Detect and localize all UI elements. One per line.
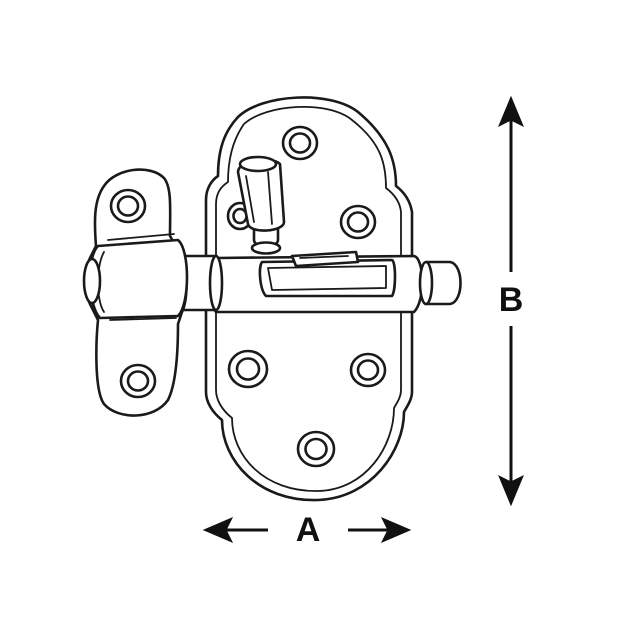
dimension-a-left-arrowhead (202, 517, 234, 543)
dimension-b-arrow (498, 95, 524, 507)
dimension-a-arrow (202, 517, 412, 543)
screw-hole-top (281, 125, 319, 161)
keeper-plate (82, 168, 189, 417)
screw-hole-bottom (296, 430, 336, 468)
dimension-b-bottom-arrowhead (498, 474, 524, 507)
dimension-a-right-arrowhead (380, 517, 412, 543)
dimension-b-top-arrowhead (498, 95, 524, 128)
screw-hole-upper-left (226, 201, 254, 231)
screw-hole-upper-right (339, 204, 377, 240)
bolt-tip (418, 260, 462, 306)
keeper-screw-hole-bottom (119, 363, 157, 399)
dimension-a-label: A (295, 511, 321, 549)
bolt-handle-knob (236, 155, 286, 255)
keeper-bolt-end (82, 257, 102, 305)
bolt-shaft-left (180, 254, 224, 312)
screw-hole-lower-right (349, 352, 387, 388)
slot-notch (290, 250, 360, 268)
bolt-housing (207, 250, 424, 314)
keeper-screw-hole-top (109, 188, 147, 224)
dimension-b-label: B (498, 281, 524, 319)
screw-hole-lower-left (227, 349, 269, 389)
base-plate-inner-edge (215, 106, 402, 492)
housing-slot-inner (267, 265, 387, 291)
housing-slot (258, 258, 397, 298)
